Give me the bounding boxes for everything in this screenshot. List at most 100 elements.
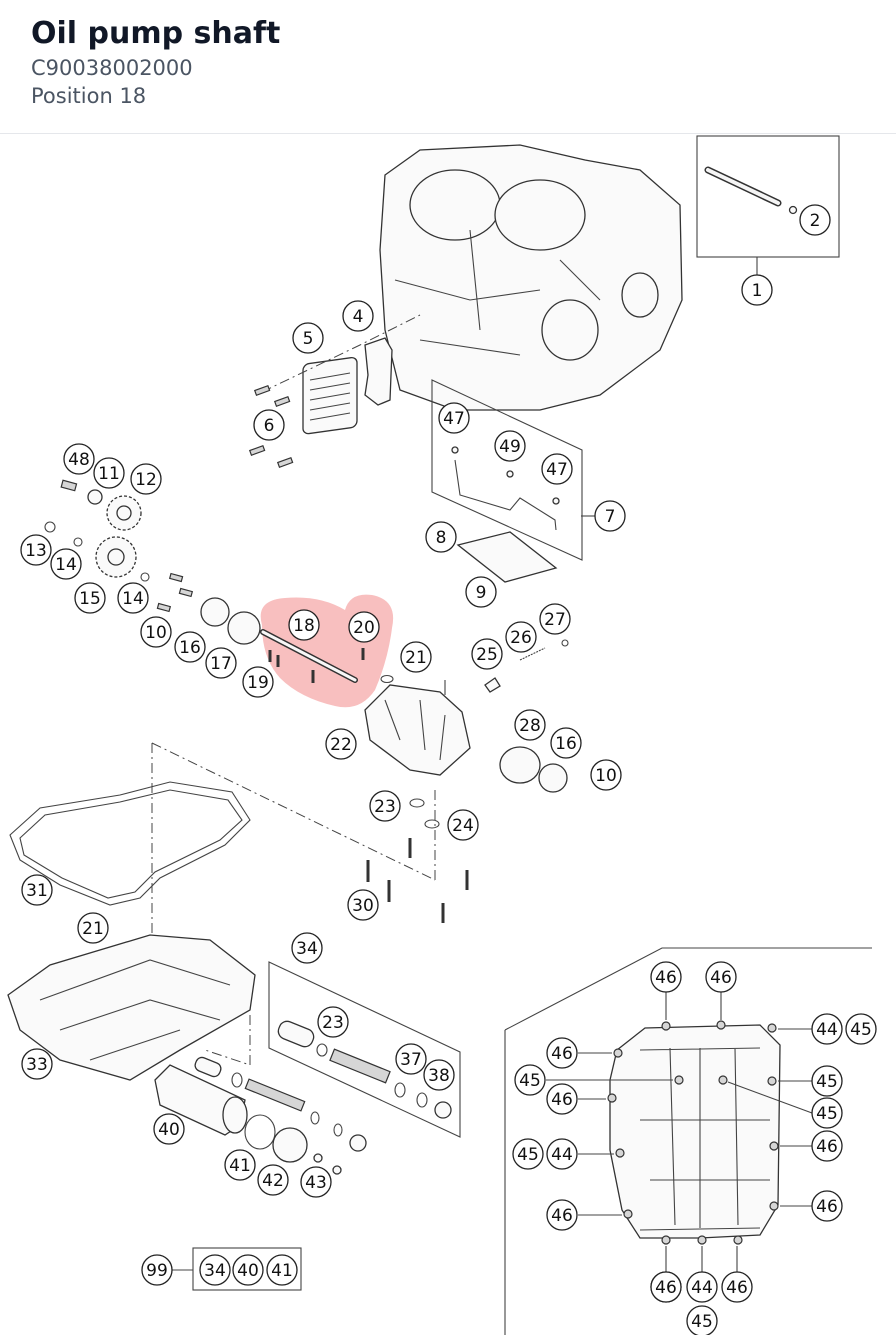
callout-46[interactable]: 46 bbox=[650, 1271, 682, 1303]
callout-10[interactable]: 10 bbox=[590, 759, 622, 791]
callout-41[interactable]: 41 bbox=[266, 1254, 298, 1286]
callout-7[interactable]: 7 bbox=[594, 500, 626, 532]
callout-9[interactable]: 9 bbox=[465, 576, 497, 608]
callout-label: 47 bbox=[546, 460, 568, 480]
callout-25[interactable]: 25 bbox=[471, 638, 503, 670]
callout-label: 46 bbox=[551, 1090, 573, 1110]
callout-label: 31 bbox=[26, 881, 48, 901]
callout-5[interactable]: 5 bbox=[292, 322, 324, 354]
callout-1[interactable]: 1 bbox=[741, 274, 773, 306]
callout-44[interactable]: 44 bbox=[686, 1271, 718, 1303]
callout-17[interactable]: 17 bbox=[205, 647, 237, 679]
callout-label: 45 bbox=[816, 1104, 838, 1124]
callout-label: 25 bbox=[476, 645, 498, 665]
oil-pan-gasket bbox=[9, 781, 251, 906]
callout-46[interactable]: 46 bbox=[811, 1130, 843, 1162]
callout-label: 1 bbox=[752, 281, 763, 301]
callout-48[interactable]: 48 bbox=[63, 443, 95, 475]
callout-11[interactable]: 11 bbox=[93, 457, 125, 489]
callout-label: 2 bbox=[810, 211, 821, 231]
callout-47[interactable]: 47 bbox=[541, 453, 573, 485]
callout-label: 16 bbox=[555, 734, 577, 754]
callout-label: 46 bbox=[551, 1044, 573, 1064]
callout-10[interactable]: 10 bbox=[140, 616, 172, 648]
callout-45[interactable]: 45 bbox=[686, 1305, 718, 1335]
callout-45[interactable]: 45 bbox=[845, 1013, 877, 1045]
oil-pump-assembly bbox=[156, 572, 365, 683]
callout-16[interactable]: 16 bbox=[174, 631, 206, 663]
callout-26[interactable]: 26 bbox=[505, 621, 537, 653]
callout-13[interactable]: 13 bbox=[20, 534, 52, 566]
callout-27[interactable]: 27 bbox=[539, 603, 571, 635]
callout-28[interactable]: 28 bbox=[514, 709, 546, 741]
callout-33[interactable]: 33 bbox=[21, 1048, 53, 1080]
callout-42[interactable]: 42 bbox=[257, 1164, 289, 1196]
callout-46[interactable]: 46 bbox=[705, 961, 737, 993]
callout-label: 46 bbox=[816, 1137, 838, 1157]
callout-43[interactable]: 43 bbox=[300, 1166, 332, 1198]
callout-label: 45 bbox=[691, 1312, 713, 1332]
callout-label: 30 bbox=[352, 896, 374, 916]
callout-22[interactable]: 22 bbox=[325, 728, 357, 760]
callout-40[interactable]: 40 bbox=[232, 1254, 264, 1286]
callout-label: 45 bbox=[816, 1072, 838, 1092]
callout-44[interactable]: 44 bbox=[811, 1013, 843, 1045]
callout-34[interactable]: 34 bbox=[199, 1254, 231, 1286]
callout-23[interactable]: 23 bbox=[317, 1006, 349, 1038]
callout-41[interactable]: 41 bbox=[224, 1149, 256, 1181]
callout-2[interactable]: 2 bbox=[799, 204, 831, 236]
callout-47[interactable]: 47 bbox=[438, 402, 470, 434]
callout-6[interactable]: 6 bbox=[253, 409, 285, 441]
callout-label: 45 bbox=[850, 1020, 872, 1040]
callout-label: 7 bbox=[605, 507, 616, 527]
callout-label: 16 bbox=[179, 638, 201, 658]
callout-8[interactable]: 8 bbox=[425, 521, 457, 553]
callout-label: 19 bbox=[247, 673, 269, 693]
callout-46[interactable]: 46 bbox=[546, 1199, 578, 1231]
callout-label: 15 bbox=[79, 589, 101, 609]
callout-46[interactable]: 46 bbox=[811, 1190, 843, 1222]
callout-45[interactable]: 45 bbox=[811, 1097, 843, 1129]
callout-label: 21 bbox=[82, 919, 104, 939]
callout-21[interactable]: 21 bbox=[77, 912, 109, 944]
callout-34[interactable]: 34 bbox=[291, 932, 323, 964]
part-number: C90038002000 bbox=[31, 56, 193, 80]
callout-46[interactable]: 46 bbox=[546, 1037, 578, 1069]
callout-44[interactable]: 44 bbox=[546, 1138, 578, 1170]
callout-45[interactable]: 45 bbox=[811, 1065, 843, 1097]
callout-label: 23 bbox=[374, 797, 396, 817]
callout-label: 17 bbox=[210, 654, 232, 674]
callout-label: 46 bbox=[726, 1278, 748, 1298]
callout-30[interactable]: 30 bbox=[347, 889, 379, 921]
callout-label: 10 bbox=[595, 766, 617, 786]
callout-31[interactable]: 31 bbox=[21, 874, 53, 906]
callout-38[interactable]: 38 bbox=[423, 1059, 455, 1091]
page-title: Oil pump shaft bbox=[31, 16, 281, 51]
callout-19[interactable]: 19 bbox=[242, 666, 274, 698]
callout-14[interactable]: 14 bbox=[117, 582, 149, 614]
callout-46[interactable]: 46 bbox=[546, 1083, 578, 1115]
callout-14[interactable]: 14 bbox=[50, 548, 82, 580]
callout-12[interactable]: 12 bbox=[130, 463, 162, 495]
callout-21[interactable]: 21 bbox=[400, 641, 432, 673]
page-header: Oil pump shaft C90038002000 Position 18 bbox=[0, 0, 896, 134]
callout-45[interactable]: 45 bbox=[512, 1138, 544, 1170]
callout-label: 40 bbox=[237, 1261, 259, 1281]
callout-20[interactable]: 20 bbox=[348, 611, 380, 643]
callout-37[interactable]: 37 bbox=[395, 1043, 427, 1075]
callout-23[interactable]: 23 bbox=[369, 790, 401, 822]
callout-label: 10 bbox=[145, 623, 167, 643]
callout-16[interactable]: 16 bbox=[550, 727, 582, 759]
callout-49[interactable]: 49 bbox=[494, 430, 526, 462]
callout-99[interactable]: 99 bbox=[141, 1254, 173, 1286]
callout-24[interactable]: 24 bbox=[447, 809, 479, 841]
callout-4[interactable]: 4 bbox=[342, 300, 374, 332]
callout-15[interactable]: 15 bbox=[74, 582, 106, 614]
callout-label: 45 bbox=[517, 1145, 539, 1165]
oil-pipe-box bbox=[431, 379, 583, 583]
callout-45[interactable]: 45 bbox=[514, 1064, 546, 1096]
callout-46[interactable]: 46 bbox=[721, 1271, 753, 1303]
callout-46[interactable]: 46 bbox=[650, 961, 682, 993]
callout-40[interactable]: 40 bbox=[153, 1113, 185, 1145]
callout-18[interactable]: 18 bbox=[288, 609, 320, 641]
